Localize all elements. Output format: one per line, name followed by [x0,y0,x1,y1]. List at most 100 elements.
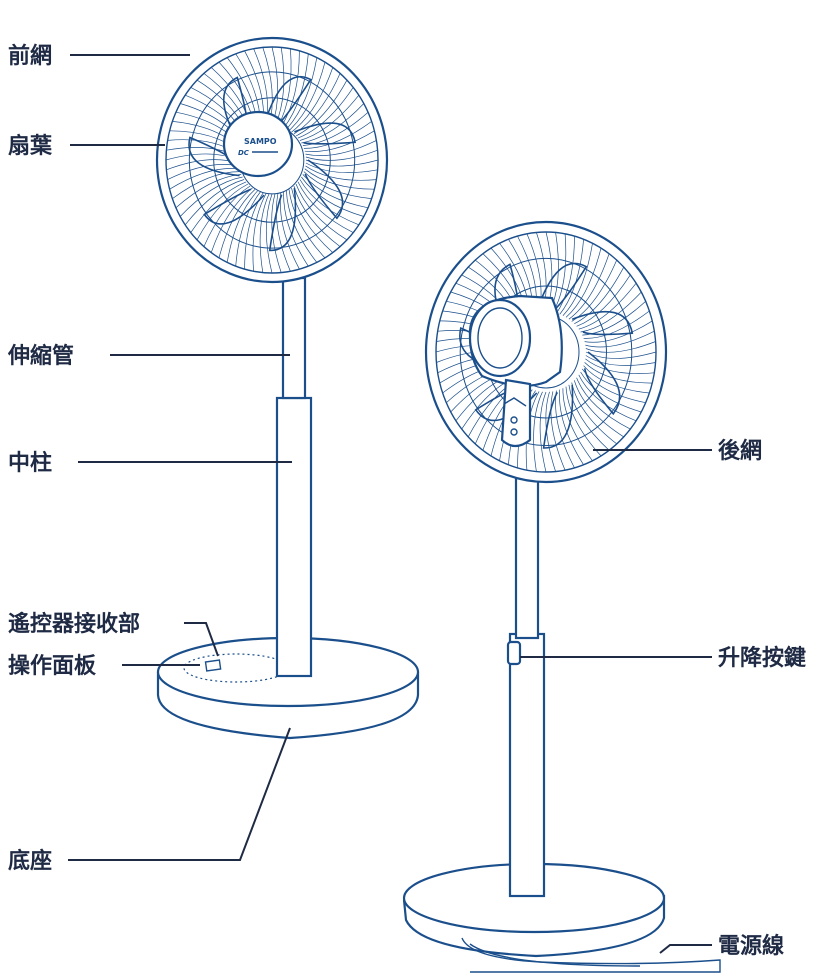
fan-blade [263,75,312,126]
front-center-pole [275,396,313,678]
guard-spoke [265,193,273,274]
guard-ring [459,257,633,447]
guard-spoke [235,191,261,267]
brand-logo: SAMPO [244,137,277,146]
guard-spoke [584,362,653,384]
guard-spoke [578,282,637,330]
guard-spoke [218,189,256,258]
rear-base [402,862,666,958]
leader-lines [68,54,712,954]
guard-spoke [580,371,642,413]
guard-spoke [299,179,359,226]
guard-spoke [582,301,646,336]
label-center-pole: 中柱 [8,451,52,476]
guard-spoke [286,57,318,130]
guard-spoke [559,389,584,465]
guard-spoke [184,179,245,226]
front-fan-head: SAMPO DC [155,36,389,284]
guard-spoke [533,391,543,472]
guard-spoke [584,320,653,343]
guard-spoke [571,382,617,445]
fan-blade [294,122,357,145]
fan-blade [268,188,297,252]
guard-spoke [210,187,253,253]
guard-spoke [585,341,656,353]
guard-spoke [578,374,637,422]
guard-spoke [179,176,243,217]
label-control-panel: 操作面板 [8,654,97,679]
guard-spoke [297,181,354,233]
guard-spoke [585,355,656,366]
guard-spoke [585,358,655,374]
front-fan-illustration: SAMPO DC [155,36,420,740]
label-remote-receiver: 遙控器接收部 [8,611,140,637]
remote-receiver-window [204,659,222,672]
dc-logo-mark: DC [238,149,250,157]
label-telescopic-pole: 伸縮管 [7,343,74,369]
guard-spoke [299,94,360,141]
guard-spoke [283,191,309,267]
guard-spoke [203,185,251,247]
guard-spoke [169,168,240,190]
guard-spoke [580,291,642,333]
front-telescopic-pole [281,276,307,400]
guard-spoke [190,181,247,233]
guard-spoke [583,310,650,339]
guard-spoke [172,171,241,199]
guard-spoke [295,79,348,137]
guard-spoke [295,183,348,241]
guard-spoke [302,111,369,146]
guard-spoke [568,384,610,451]
guard-spoke [576,377,631,430]
guard-spoke [244,192,264,270]
guard-spoke [301,103,365,144]
label-height-button: 升降按鍵 [718,645,806,671]
guard-spoke [565,248,602,318]
guard-spoke [301,176,364,217]
guard-spoke [539,391,547,473]
guard-spoke [226,190,258,263]
guard-spoke [550,391,566,471]
label-blade: 扇葉 [8,133,53,159]
label-power-cord: 電源線 [718,933,784,959]
height-button-shape[interactable] [506,640,522,666]
guard-spoke [305,165,377,181]
fan-blade [542,384,574,449]
guard-spoke [259,193,270,273]
guard-spoke [574,266,625,325]
guard-spoke [297,87,354,139]
guard-spoke [556,236,575,314]
label-rear-guard: 後網 [718,438,762,464]
guard-spoke [291,67,334,133]
guard-spoke [303,171,372,199]
fan-blade [203,188,265,225]
guard-spoke [585,330,655,348]
rear-center-pole [508,632,546,898]
rear-fan-illustration [402,220,721,973]
guard-spoke [291,187,334,253]
rear-fan-head [424,220,668,484]
guard-spoke [304,130,375,152]
guard-spoke [305,140,377,156]
label-base: 底座 [8,848,52,874]
guard-spoke [196,183,249,241]
guard-spoke [568,253,610,320]
fan-blade [571,310,634,336]
guard-spoke [280,50,300,128]
label-front-guard: 前網 [8,43,52,69]
guard-spoke [562,243,593,316]
guard-spoke [271,193,282,273]
fan-blade [304,159,344,220]
guard-spoke [305,162,378,173]
guard-spoke [573,380,624,438]
fan-blade [583,351,621,416]
guard-spoke [293,185,341,247]
guard-spoke [276,193,291,272]
fan-blade [535,262,588,312]
guard-spoke [303,121,372,149]
guard-spoke [252,193,267,272]
guard-spoke [583,365,650,394]
guard-spoke [288,62,326,131]
guard-spoke [576,274,631,327]
